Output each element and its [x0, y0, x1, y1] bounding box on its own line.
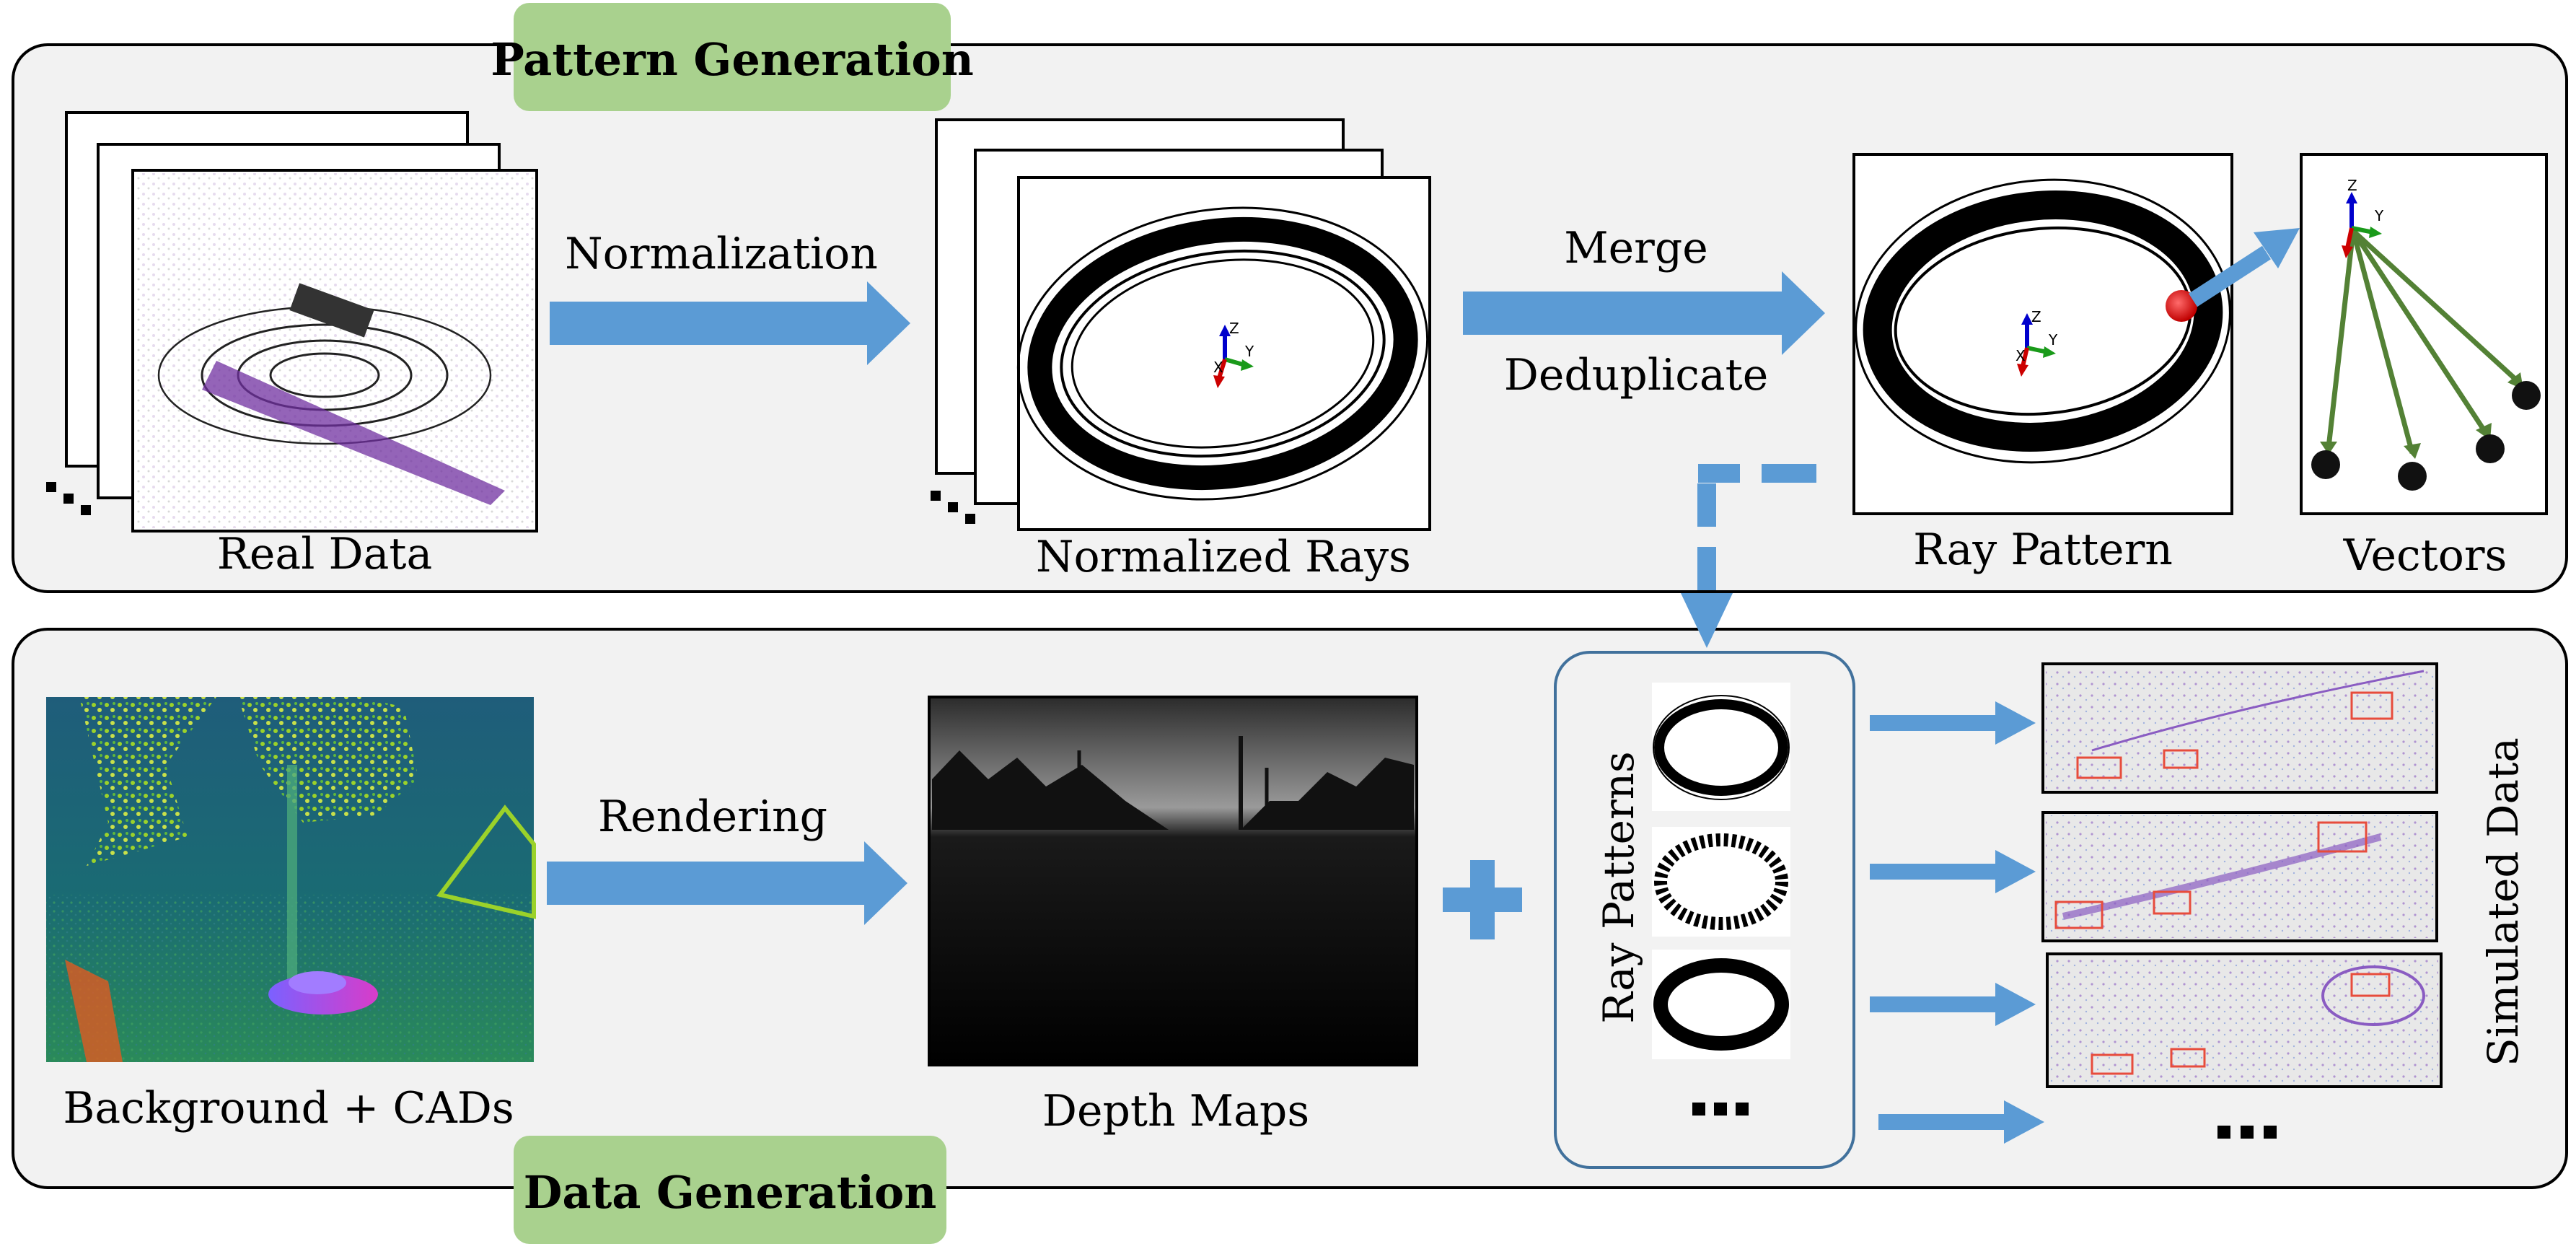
ray-pattern-label: Ray Pattern: [1913, 525, 2173, 575]
deduplicate-label: Deduplicate: [1504, 350, 1768, 400]
svg-text:Z: Z: [2347, 177, 2357, 194]
ray-patterns-label: Ray Patterns: [1594, 751, 1643, 1024]
data-generation-label: Data Generation: [524, 1166, 937, 1219]
real-data-label: Real Data: [217, 529, 432, 579]
more-normalized-rays-ellipsis-icon: [931, 491, 975, 524]
background-cads-image: [46, 697, 536, 1062]
sim-arrow-icon-4: [1878, 1100, 2044, 1144]
svg-text:Y: Y: [2374, 207, 2384, 224]
depth-map-image: [928, 696, 1418, 1066]
ray-pattern-thumb-2: [1652, 827, 1790, 937]
depth-maps-label: Depth Maps: [1042, 1086, 1309, 1136]
ray-pattern-thumb-3: [1652, 950, 1790, 1059]
rendering-label: Rendering: [598, 792, 827, 842]
svg-text:Y: Y: [1244, 343, 1254, 360]
to-vectors-arrow-icon: [2189, 245, 2271, 307]
simulated-data-image-3: [2046, 952, 2443, 1088]
svg-text:Y: Y: [2048, 331, 2058, 349]
merge-label: Merge: [1564, 223, 1708, 273]
pattern-generation-tag: Pattern Generation: [491, 3, 974, 111]
to-vectors-arrowhead: [2254, 228, 2300, 268]
real-data-image: [131, 169, 538, 533]
simulated-data-label: Simulated Data: [2479, 737, 2528, 1066]
normalized-rays-axes-icon: Z Y X: [1213, 320, 1254, 388]
plus-icon: [1443, 860, 1522, 939]
ray-pattern-axes-icon: Z Y X: [2015, 308, 2058, 377]
ray-pattern-thumb-1: [1652, 683, 1790, 811]
svg-text:Z: Z: [2031, 308, 2041, 325]
sim-arrow-icon-1: [1870, 701, 2036, 745]
dashed-connector-arrow-down-icon: [1681, 593, 1733, 648]
ray-patterns-group: Ray Patterns: [1554, 651, 1855, 1169]
vectors-label: Vectors: [2343, 530, 2507, 581]
svg-text:X: X: [1213, 359, 1223, 376]
pattern-generation-label: Pattern Generation: [491, 33, 974, 86]
svg-text:Z: Z: [1229, 320, 1239, 337]
selected-ray-point: [2166, 290, 2197, 322]
rendering-arrow-icon: [547, 841, 907, 925]
sim-arrow-icon-2: [1870, 850, 2036, 893]
sim-arrow-icon-3: [1870, 983, 2036, 1026]
more-real-data-ellipsis-icon: [46, 482, 91, 515]
normalization-label: Normalization: [565, 229, 878, 279]
ray-pattern-image: [1852, 153, 2233, 515]
data-generation-tag: Data Generation: [514, 1136, 946, 1244]
normalized-rays-stack: Z Y X: [931, 118, 1431, 531]
normalization-arrow-icon: [550, 281, 910, 365]
background-cads-label: Background + CADs: [63, 1083, 514, 1134]
normalized-rays-label: Normalized Rays: [1036, 532, 1411, 582]
simulated-data-ellipsis-icon: [2217, 1126, 2277, 1139]
simulated-data-image-1: [2041, 662, 2438, 794]
ray-patterns-ellipsis-icon: [1692, 1103, 1749, 1116]
vectors-axes-icon: Z Y: [2342, 177, 2384, 258]
dashed-connector: [1681, 464, 1816, 648]
simulated-data-image-2: [2041, 811, 2438, 942]
real-data-stack: [46, 111, 538, 533]
vectors-image: Z Y: [2300, 153, 2548, 515]
svg-text:X: X: [2015, 347, 2026, 364]
merge-arrow-icon: [1463, 271, 1825, 355]
